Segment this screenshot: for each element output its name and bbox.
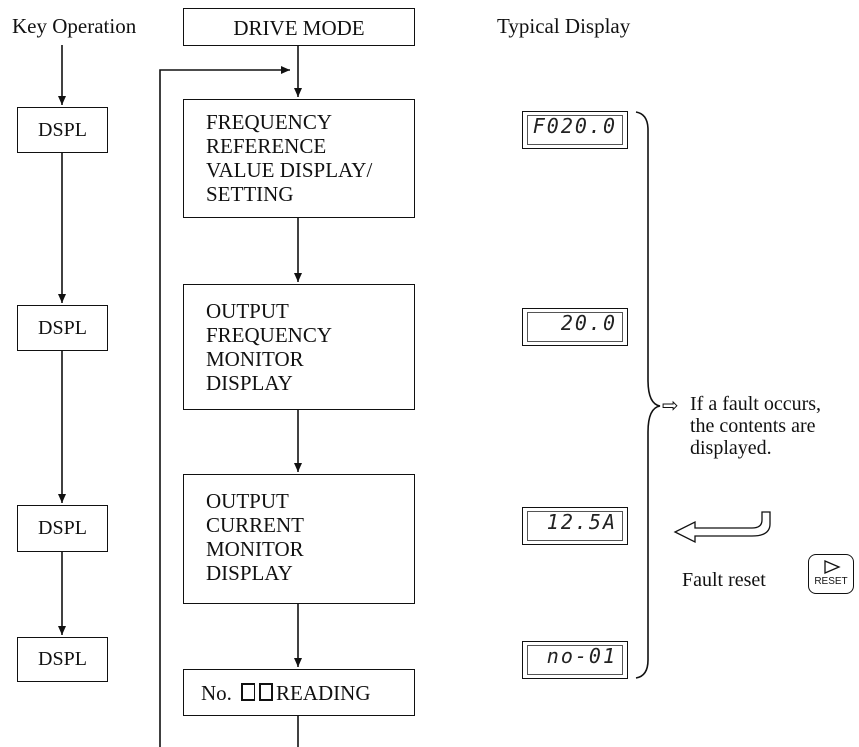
drive-mode-box: DRIVE MODE: [183, 8, 415, 46]
reset-key-label: RESET: [814, 576, 848, 587]
typical-display-header: Typical Display: [497, 14, 631, 38]
display-output-frequency: 20.0: [522, 308, 628, 346]
fault-note: If a fault occurs, the contents are disp…: [690, 393, 822, 459]
drive-mode-title: DRIVE MODE: [233, 16, 365, 40]
display-frequency-reference: F020.0: [522, 111, 628, 149]
play-triangle-icon: [824, 560, 841, 574]
reset-key: RESET: [808, 554, 854, 594]
mode-text-output-current: OUTPUT CURRENT MONITOR DISPLAY: [206, 489, 305, 585]
display-brace: [635, 111, 661, 679]
mode-box-output-frequency: OUTPUT FREQUENCY MONITOR DISPLAY: [183, 284, 415, 410]
reading-prefix: No.: [201, 681, 232, 705]
dspl-key-1: DSPL: [17, 107, 108, 153]
digit-box-icon: [259, 683, 273, 701]
mode-box-output-current: OUTPUT CURRENT MONITOR DISPLAY: [183, 474, 415, 604]
mode-box-no-reading: No. READING: [183, 669, 415, 716]
mode-text-frequency-reference: FREQUENCY REFERENCE VALUE DISPLAY/ SETTI…: [206, 110, 373, 206]
fault-reset-arrow: [673, 511, 771, 544]
key-operation-header: Key Operation: [12, 14, 137, 38]
reading-suffix: READING: [276, 681, 371, 705]
dspl-key-4: DSPL: [17, 637, 108, 682]
display-output-current: 12.5A: [522, 507, 628, 545]
mode-text-output-frequency: OUTPUT FREQUENCY MONITOR DISPLAY: [206, 299, 333, 395]
hollow-right-arrow-icon: ⇨: [662, 393, 679, 417]
dspl-key-2: DSPL: [17, 305, 108, 351]
loop-back-line: [159, 66, 290, 747]
display-no-reading: no-01: [522, 641, 628, 679]
dspl-key-3: DSPL: [17, 505, 108, 552]
mode-box-frequency-reference: FREQUENCY REFERENCE VALUE DISPLAY/ SETTI…: [183, 99, 415, 218]
digit-box-icon: [241, 683, 255, 701]
fault-reset-label: Fault reset: [682, 569, 766, 591]
